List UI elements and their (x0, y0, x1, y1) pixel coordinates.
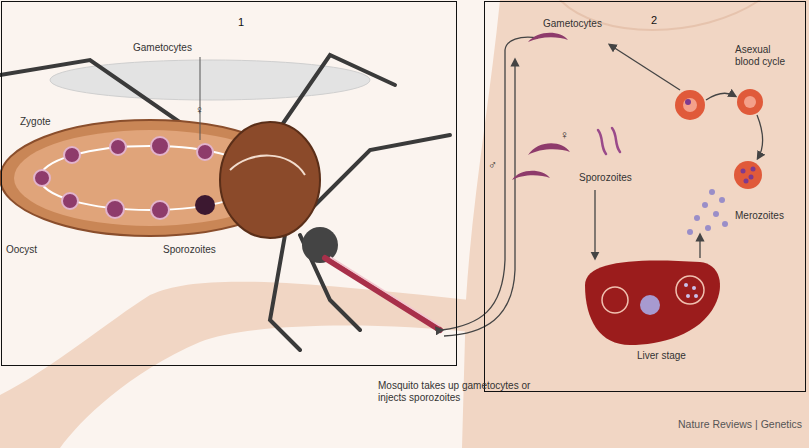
watermark: Nature Reviews | Genetics (678, 418, 802, 431)
stage-label: Gametocytes (133, 42, 192, 54)
stage-label: ♀ (560, 128, 569, 142)
blood-cells (675, 89, 763, 189)
stage-label: ♀ (195, 103, 204, 117)
mosquito (0, 55, 450, 350)
stage-label: Oocyst (6, 244, 37, 256)
stage-label: Gametocytes (543, 18, 602, 30)
liver (585, 260, 720, 345)
stage-label: Liver stage (637, 350, 686, 362)
stage-label: Sporozoites (579, 172, 632, 184)
callout-number: 1 (238, 16, 244, 28)
stage-label: Sporozoites (163, 244, 216, 256)
stage-label: Zygote (20, 116, 51, 128)
gametocytes-human (512, 33, 570, 180)
sporozoites-human (598, 128, 620, 154)
stage-label: ♂ (488, 158, 497, 172)
stage-label: Mosquito takes up gametocytes or injects… (378, 380, 533, 404)
panel-frame: 1 (1, 1, 457, 366)
stage-label: Asexual blood cycle (735, 44, 793, 68)
stage-label: Merozoites (735, 210, 784, 222)
callout-number: 2 (651, 14, 657, 26)
merozoites (687, 189, 728, 235)
